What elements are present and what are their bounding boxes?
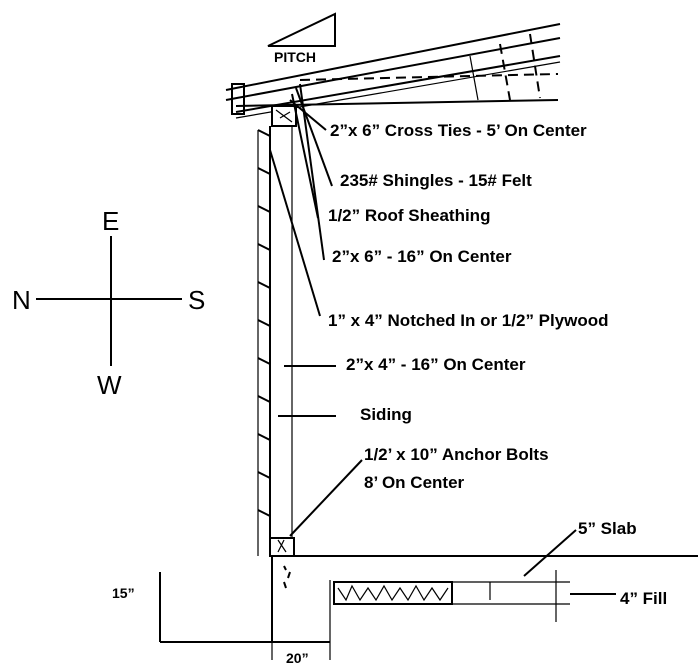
label-anchor-bolts-line1: 1/2’ x 10” Anchor Bolts xyxy=(364,445,549,464)
roof-assembly xyxy=(225,23,561,127)
label-roof-sheathing: 1/2” Roof Sheathing xyxy=(328,206,490,225)
label-fill: 4” Fill xyxy=(620,589,667,608)
label-slab: 5” Slab xyxy=(578,519,637,538)
leader-roof-sheathing xyxy=(291,93,319,219)
siding-laps xyxy=(257,129,271,517)
footing-depth-label: 15” xyxy=(112,585,135,601)
compass-south: S xyxy=(188,285,205,315)
leader-cross-ties xyxy=(289,99,327,131)
callout-labels: 2”x 6” Cross Ties - 5’ On Center 235# Sh… xyxy=(328,121,667,608)
leader-slab xyxy=(523,529,577,577)
roof-vertical-3 xyxy=(469,55,479,101)
roof-top-line xyxy=(225,23,561,91)
compass-west: W xyxy=(97,370,122,400)
leader-lines xyxy=(269,83,616,595)
label-cross-ties: 2”x 6” Cross Ties - 5’ On Center xyxy=(330,121,587,140)
label-studs: 2”x 4” - 16” On Center xyxy=(346,355,526,374)
leader-notched xyxy=(269,149,321,317)
compass-rose: N S E W xyxy=(12,206,205,400)
leader-anchor-bolts xyxy=(289,459,363,537)
anchor-bolt-mark xyxy=(277,539,287,553)
hidden-vertical-2 xyxy=(529,33,541,99)
roof-sheathing-line xyxy=(225,37,561,101)
footing-width-label: 20” xyxy=(286,650,309,666)
label-anchor-bolts-line2: 8’ On Center xyxy=(364,473,465,492)
foundation: 15” 20” xyxy=(112,555,698,666)
label-siding: Siding xyxy=(360,405,412,424)
footing-dashes xyxy=(283,565,291,589)
pitch-indicator: PITCH xyxy=(267,12,336,65)
leader-rafters xyxy=(299,83,325,261)
hidden-rafter-line xyxy=(299,73,559,81)
top-plate-hatch xyxy=(275,109,293,123)
label-shingles: 235# Shingles - 15# Felt xyxy=(340,171,532,190)
rafter-top-line xyxy=(235,55,561,113)
wall-assembly xyxy=(257,126,295,557)
compass-east: E xyxy=(102,206,119,236)
label-rafters: 2”x 6” - 16” On Center xyxy=(332,247,512,266)
label-notched: 1” x 4” Notched In or 1/2” Plywood xyxy=(328,311,609,330)
pitch-label: PITCH xyxy=(274,49,316,65)
gravel-hatch xyxy=(337,584,449,602)
hidden-vertical-1 xyxy=(499,43,511,101)
pitch-triangle xyxy=(267,12,336,47)
compass-north: N xyxy=(12,285,31,315)
